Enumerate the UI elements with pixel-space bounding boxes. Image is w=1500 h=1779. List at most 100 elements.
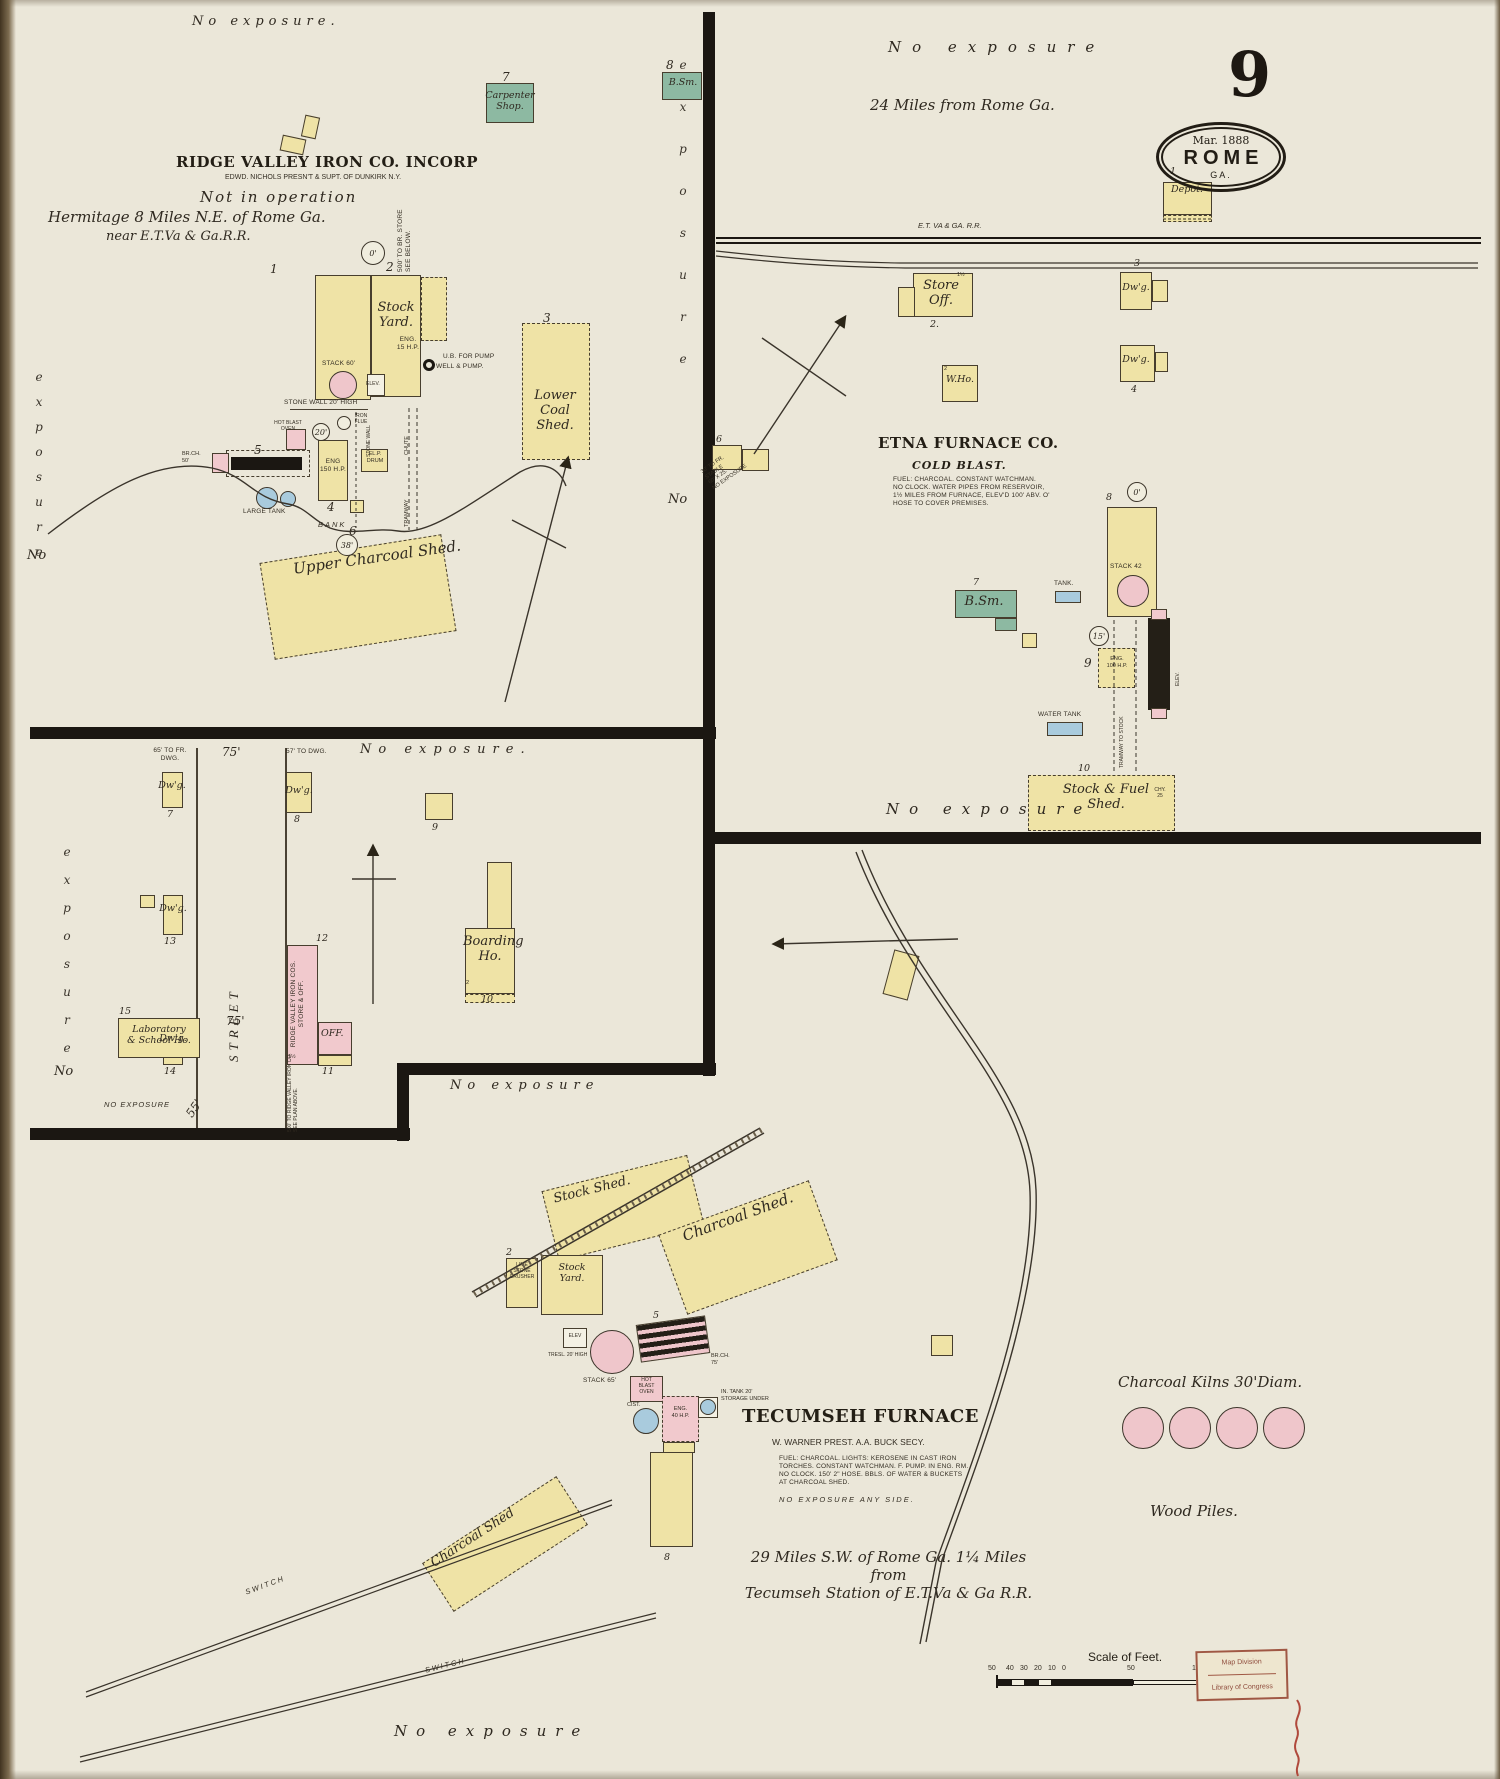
lime-crusher-bld: [506, 1258, 538, 1308]
boarding-house: Boarding Ho.: [463, 934, 524, 964]
carpenter-shop-bld: [486, 83, 534, 123]
label-hot-blast-oven: HOT BLAST OVEN: [274, 420, 302, 432]
laboratory-school: Laboratory & School Ho.: [127, 1024, 191, 1046]
label-no: No: [668, 492, 688, 507]
dist-circle-0-etna: 0': [1127, 482, 1147, 502]
label-elev: ELEV: [568, 1333, 582, 1339]
small-box-rv: [350, 500, 364, 513]
tecumseh-notes: FUEL: CHARCOAL. LIGHTS: KEROSENE IN CAST…: [779, 1455, 969, 1487]
label-dw-g: Dw'g.: [159, 1033, 187, 1044]
tank-etna: [1055, 591, 1081, 603]
elev-tec-bld: [563, 1328, 587, 1348]
label-tresl-20-high: TRESL. 20' HIGH: [548, 1352, 588, 1358]
border-h3: [397, 1063, 716, 1075]
label-br-ch-75: BR.CH. 75': [711, 1353, 730, 1366]
etna-notes: FUEL: CHARCOAL. CONSTANT WATCHMAN. NO CL…: [893, 476, 1050, 508]
label-eng-15-h-p: ENG. 15 H.P.: [396, 336, 420, 352]
border-h4: [30, 1128, 410, 1140]
label-el-p-drum: EL.P. DRUM: [366, 451, 384, 464]
cistern-tec: [633, 1408, 659, 1434]
near-rr-note: near E.T.Va & Ga.R.R.: [106, 229, 251, 244]
label-1: 1½: [288, 1054, 296, 1060]
blacksmith-etna-tail: [995, 618, 1017, 631]
bld-6b: [742, 449, 769, 471]
wood-piles: Wood Piles.: [1150, 1502, 1238, 1520]
label-dw-g: Dw'g.: [1122, 354, 1150, 365]
dwg-4-bld: [1120, 345, 1155, 382]
border-h1: [30, 727, 716, 739]
elev-rv-bld: [367, 374, 385, 396]
eng-150-bld: [318, 440, 348, 501]
stack-60: [329, 371, 357, 399]
tecumseh-title: TECUMSEH FURNACE: [742, 1406, 979, 1427]
label-1: 1½: [957, 272, 965, 278]
label-dw-g: Dw'g.: [1122, 282, 1150, 293]
stock-fuel-shed: Stock & Fuel Shed.: [1062, 782, 1150, 812]
in-tank-circle: [700, 1399, 716, 1415]
label-4: 4: [327, 500, 335, 514]
north-arrow-rv-cross: [511, 519, 567, 549]
ridge-valley-title: RIDGE VALLEY IRON CO. INCORP: [176, 153, 479, 171]
scale-tick-start: [996, 1675, 998, 1688]
incline-2: [475, 1132, 765, 1298]
dist-circle-15: 15': [1089, 626, 1109, 646]
label-75: 75': [226, 1014, 245, 1028]
bld-2-ext: [421, 277, 447, 341]
elevator-cap-top: [1151, 609, 1167, 620]
rail-main-1: [716, 237, 1481, 239]
charcoal-kiln-3: [1216, 1407, 1258, 1449]
well-pump-circle: [423, 359, 435, 371]
label-no-exposure: NO EXPOSURE: [104, 1100, 171, 1109]
label-dw-g: Dw'g.: [158, 780, 186, 791]
label-bank: BANK: [318, 520, 347, 529]
stock-yard-tec-bld: [541, 1255, 603, 1315]
label-11: 11: [322, 1066, 335, 1077]
scale-of-feet: Scale of Feet.: [1088, 1650, 1163, 1664]
scale-label-6: 50: [1127, 1665, 1135, 1672]
scale-label-5: 0: [1062, 1665, 1066, 1672]
label-15: 15: [119, 1006, 132, 1017]
north-arrow-tec: [771, 937, 959, 951]
bld-6a: [712, 445, 742, 470]
label-2: 2: [506, 1247, 513, 1258]
label-2: 2.: [930, 319, 940, 330]
charcoal-kiln-2: [1169, 1407, 1211, 1449]
no-exposure-bottom: No exposure: [394, 1722, 590, 1740]
label-large-tank: LARGE TANK: [243, 508, 286, 515]
store-office-main: [913, 273, 973, 317]
scale-r1: [1065, 1679, 1133, 1686]
label-stack-65: STACK 65': [583, 1377, 617, 1384]
no-exposure-etna-bottom: No exposure: [886, 800, 1093, 818]
sheet-number: 9: [1228, 38, 1272, 111]
etna-title: ETNA FURNACE CO.: [878, 434, 1059, 452]
lower-coal-shed-bld: [522, 323, 590, 460]
library-of-congress-stamp: Map Division Library of Congress: [1195, 1648, 1289, 1702]
label-in-tank-20-storage-under: IN. TANK 20' STORAGE UNDER: [721, 1389, 769, 1402]
label-6: 6: [716, 434, 723, 445]
etna-subtitle: COLD BLAST.: [912, 459, 1007, 472]
label-14: 14: [164, 1066, 177, 1077]
label-7: 7: [167, 809, 174, 820]
label-no: No: [27, 548, 47, 563]
dist-circle-38: 38': [336, 534, 358, 556]
scale-b2: [1025, 1679, 1038, 1686]
label-tank: TANK.: [1054, 580, 1074, 587]
carpenter-shop: Carpenter Shop.: [485, 90, 535, 112]
eng-40-bld: [662, 1396, 699, 1442]
small-box-tec: [931, 1335, 953, 1356]
stone-wall-line: [290, 409, 368, 410]
label-no: No: [54, 1064, 74, 1079]
label-eng-100-h-p: ENG. 100 H.P.: [1106, 656, 1128, 669]
scale-label-1: 40: [1006, 1665, 1014, 1672]
blacksmith-top-bld: [662, 72, 702, 100]
store-office: Store Off.: [923, 278, 959, 308]
dwg-13-annex: [140, 895, 155, 908]
label-13: 13: [164, 936, 177, 947]
label-8: 8: [666, 58, 674, 72]
label-7: 7: [502, 70, 510, 84]
iron-flue-circle: [337, 416, 351, 430]
dwg-3-bld: [1120, 272, 1152, 310]
not-in-operation: Not in operation: [200, 188, 358, 206]
